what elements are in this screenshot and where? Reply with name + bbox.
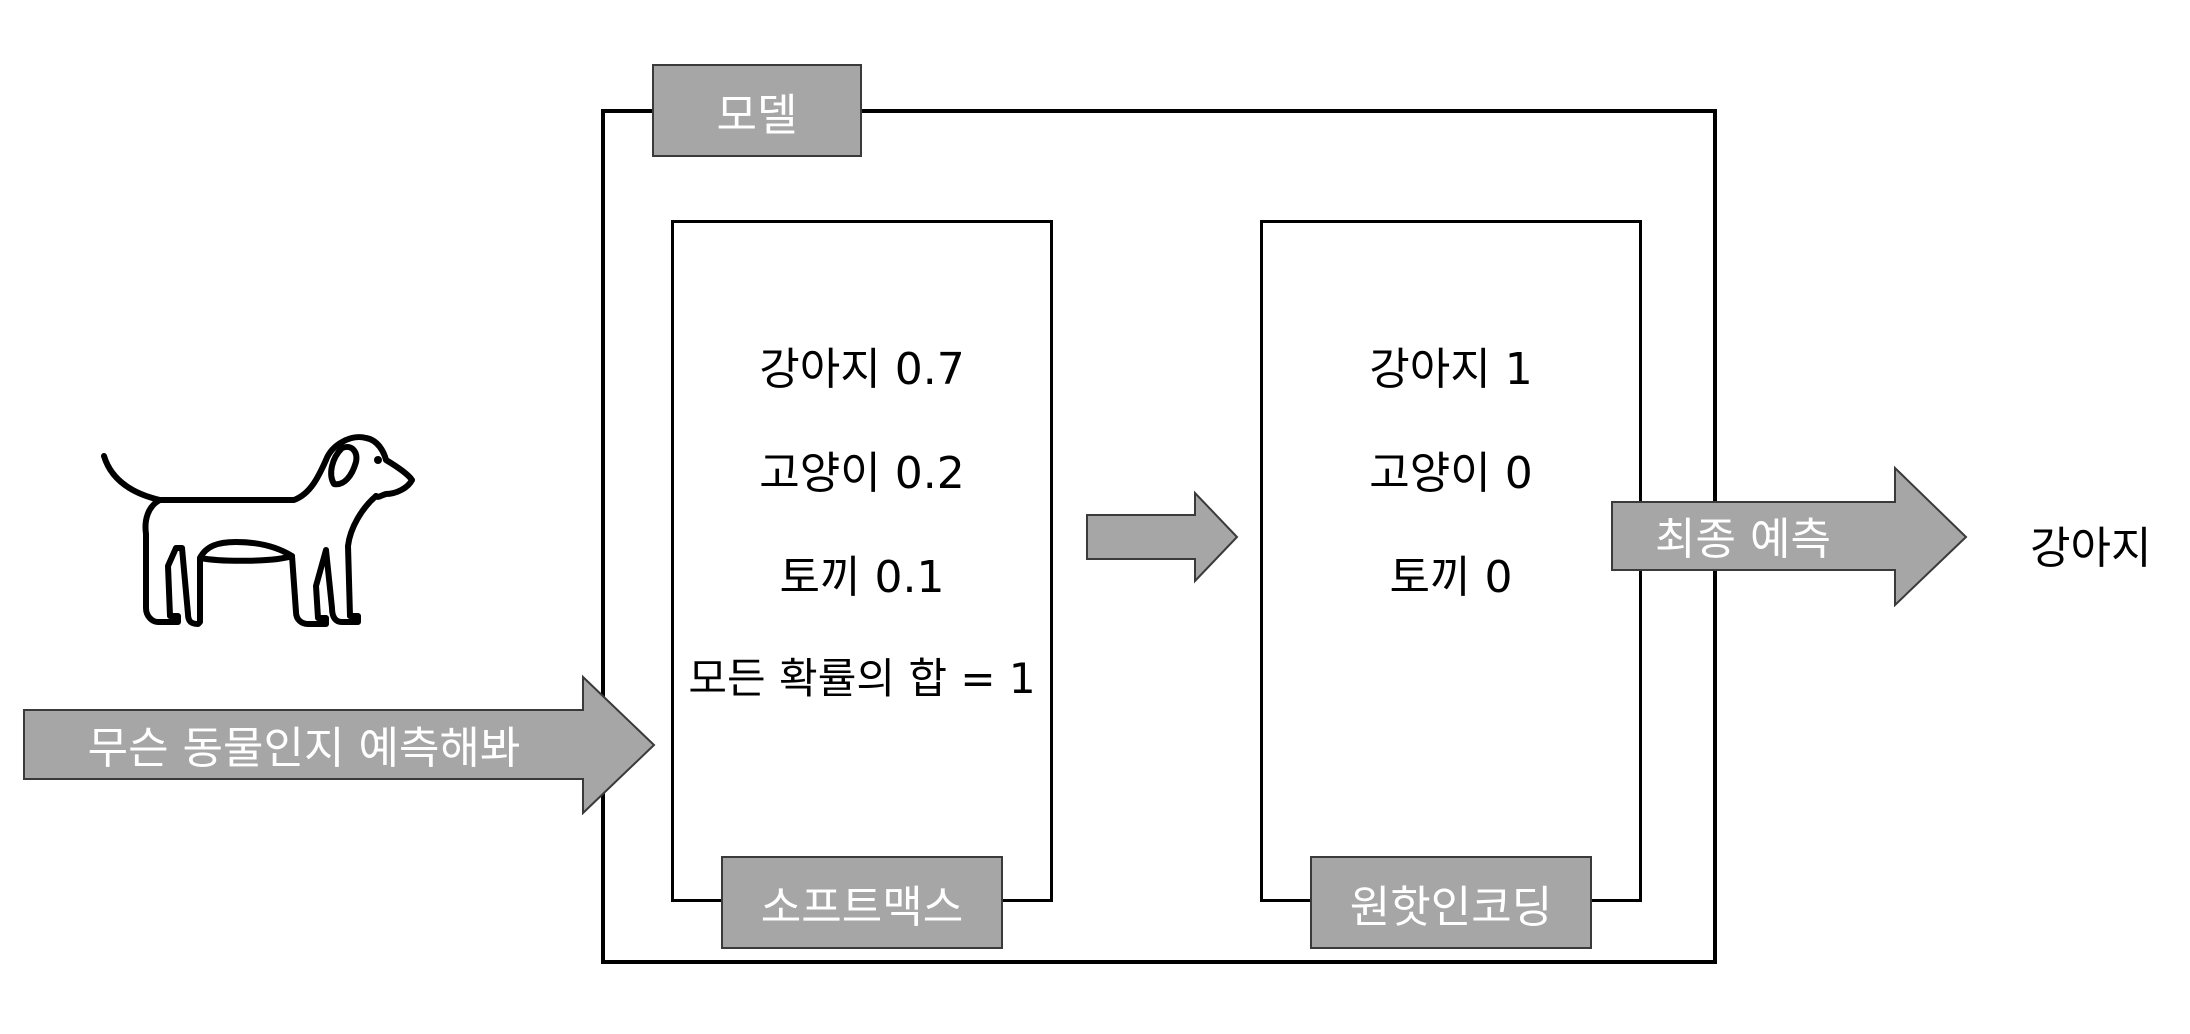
softmax-line-rabbit: 토끼 0.1: [779, 552, 945, 603]
input-arrow: [23, 674, 656, 816]
input-arrow-label: 무슨 동물인지 예측해봐: [87, 723, 521, 774]
output-arrow: [1611, 465, 1968, 608]
onehot-line-cat: 고양이 0: [1369, 448, 1533, 499]
transform-arrow: [1086, 490, 1239, 584]
softmax-line-cat: 고양이 0.2: [759, 448, 965, 499]
dog-eye: [374, 456, 382, 464]
dog-icon: [101, 434, 415, 627]
output-arrow-label: 최종 예측: [1655, 514, 1831, 565]
softmax-label: 소프트맥스: [721, 856, 1003, 949]
softmax-box: 강아지 0.7 고양이 0.2 토끼 0.1 모든 확률의 합 = 1: [671, 220, 1053, 902]
onehot-line-dog: 강아지 1: [1369, 344, 1533, 395]
softmax-line-sum: 모든 확률의 합 = 1: [688, 654, 1036, 703]
onehot-label: 원핫인코딩: [1310, 856, 1592, 949]
model-label: 모델: [652, 64, 862, 157]
onehot-line-rabbit: 토끼 0: [1389, 552, 1513, 603]
onehot-box: 강아지 1 고양이 0 토끼 0: [1260, 220, 1642, 902]
prediction-result: 강아지: [2030, 523, 2152, 574]
softmax-line-dog: 강아지 0.7: [759, 344, 965, 395]
